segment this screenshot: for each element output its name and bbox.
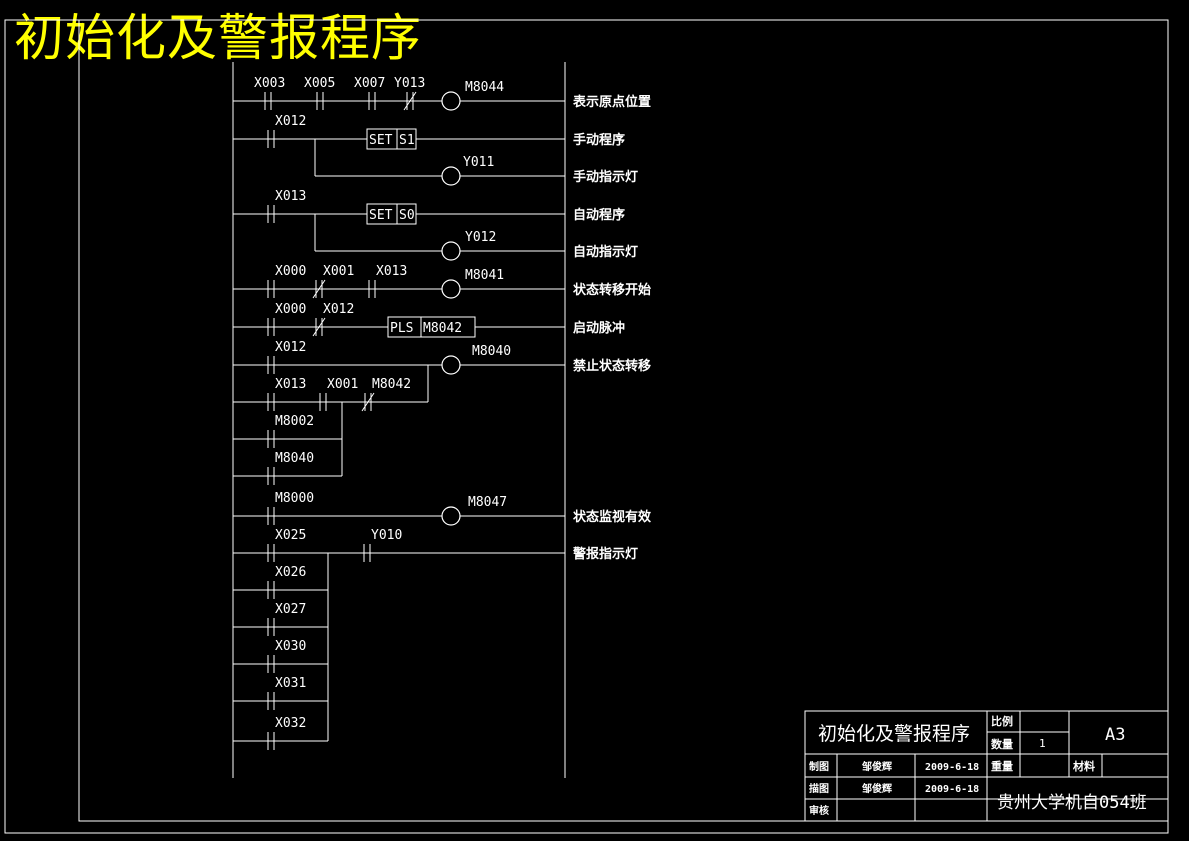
instruction-label: S1 [399,133,415,148]
coil-label: M8044 [465,80,504,95]
contact-label: X012 [275,114,306,129]
instruction-label: SET [369,133,393,148]
contact-label: X007 [354,76,385,91]
instruction-label: M8042 [423,321,462,336]
rung-comment: 自动程序 [573,207,625,223]
coil-m8044 [441,91,461,111]
coil-y012 [441,241,461,261]
coil-label: M8047 [468,495,507,510]
coil-m8047 [441,506,461,526]
rung-comment: 启动脉冲 [573,320,625,336]
tb-sheet-size: A3 [1105,725,1125,745]
contact-label: X012 [275,340,306,355]
contact-label: X013 [376,264,407,279]
contact-label: X001 [327,377,358,392]
tb-drawn-name: 邹俊辉 [861,760,892,773]
contact-label: X013 [275,189,306,204]
rung-comment: 状态监视有效 [573,509,652,525]
contact-label: M8042 [372,377,411,392]
coil-label: Y011 [463,155,494,170]
rung-comment: 警报指示灯 [573,546,638,562]
coil-y011 [441,166,461,186]
contact-label: X012 [323,302,354,317]
contact-x012-slash [312,317,326,337]
tb-qty-value: 1 [1039,737,1046,750]
contact-m8042-slash [361,392,375,412]
contact-label: X031 [275,676,306,691]
tb-scale-label: 比例 [991,714,1013,728]
tb-traced-label: 描图 [809,782,829,795]
tb-drawn-label: 制图 [809,760,829,773]
rung-comment: 手动指示灯 [573,169,638,185]
tb-qty-label: 数量 [991,737,1013,751]
contact-label: M8040 [275,451,314,466]
contact-label: X000 [275,302,306,317]
rung-comment: 状态转移开始 [573,282,651,298]
tb-traced-date: 2009-6-18 [925,784,979,795]
tb-review-label: 审核 [809,804,829,817]
coil-label: M8040 [472,344,511,359]
tb-weight-label: 重量 [991,759,1013,773]
rung-comment: 手动程序 [573,132,625,148]
drawing-title: 初始化及警报程序 [14,9,422,67]
coil-label: M8041 [465,268,504,283]
tb-drawing-name: 初始化及警报程序 [818,723,970,745]
contact-label: X026 [275,565,306,580]
contact-label: M8000 [275,491,314,506]
coil-m8041 [441,279,461,299]
tb-material-label: 材料 [1073,759,1095,773]
contact-label: X025 [275,528,306,543]
contact-label: X001 [323,264,354,279]
contact-y013-slash [403,91,417,111]
contact-label: X000 [275,264,306,279]
contact-label: X013 [275,377,306,392]
contact-label: X032 [275,716,306,731]
inner-frame [78,19,1169,822]
contact-label: X005 [304,76,335,91]
instruction-label: SET [369,208,393,223]
instruction-label: PLS [390,321,413,336]
contact-label: Y013 [394,76,425,91]
contact-label: X030 [275,639,306,654]
contact-label: X027 [275,602,306,617]
contact-label: X003 [254,76,285,91]
tb-traced-name: 邹俊辉 [861,782,892,795]
tb-drawn-date: 2009-6-18 [925,762,979,773]
coil-label: Y012 [465,230,496,245]
contact-label: Y010 [371,528,402,543]
contact-x001-slash [312,279,326,299]
rung-comment: 表示原点位置 [572,94,651,110]
rung-comment: 自动指示灯 [573,244,638,260]
contact-label: M8002 [275,414,314,429]
tb-organization: 贵州大学机自054班 [997,793,1147,813]
coil-m8040 [441,355,461,375]
rung-comment: 禁止状态转移 [573,358,651,374]
instruction-label: S0 [399,208,415,223]
